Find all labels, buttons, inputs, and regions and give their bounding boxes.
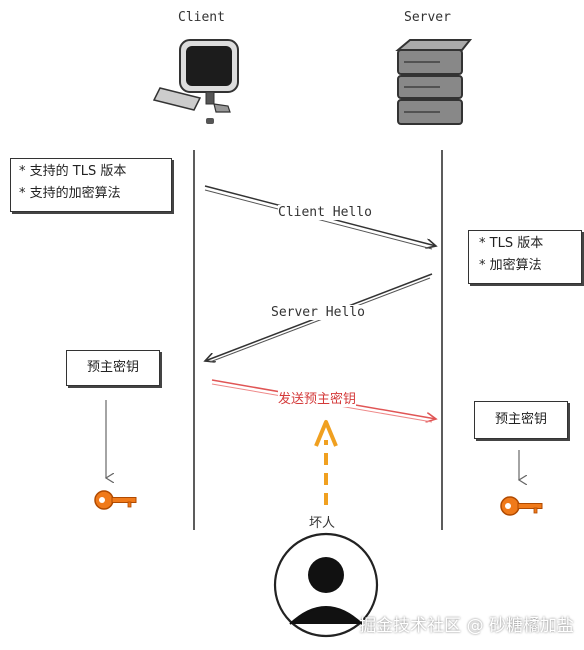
send-premaster-label: 发送预主密钥: [278, 388, 357, 407]
server-rack-icon: [395, 39, 473, 125]
server-premaster-box: 预主密钥: [474, 401, 568, 439]
watermark: 掘金技术社区 @ 砂糖橘加盐: [359, 616, 574, 636]
client-capabilities-box: * 支持的 TLS 版本 * 支持的加密算法: [10, 158, 172, 212]
key-icon: [94, 490, 137, 510]
user-avatar-icon: [273, 532, 379, 638]
client-premaster-box: 预主密钥: [66, 350, 160, 386]
server-premaster-label: 预主密钥: [494, 412, 547, 427]
attacker-dashed-arrow: [314, 420, 338, 505]
server-selection-tls: * TLS 版本: [479, 236, 544, 251]
key-icon: [500, 496, 543, 516]
client-premaster-label: 预主密钥: [86, 360, 139, 375]
server-selection-box: * TLS 版本 * 加密算法: [468, 230, 582, 284]
server-selection-cipher: * 加密算法: [479, 258, 542, 273]
client-capability-cipher: * 支持的加密算法: [19, 186, 121, 201]
client-label: Client: [178, 10, 225, 25]
server-label: Server: [404, 10, 451, 25]
desktop-computer-icon: [152, 39, 239, 124]
client-hello-label: Client Hello: [278, 205, 372, 220]
client-capability-tls: * 支持的 TLS 版本: [19, 164, 127, 179]
attacker-label: 坏人: [309, 516, 336, 531]
server-hello-label: Server Hello: [271, 305, 365, 320]
